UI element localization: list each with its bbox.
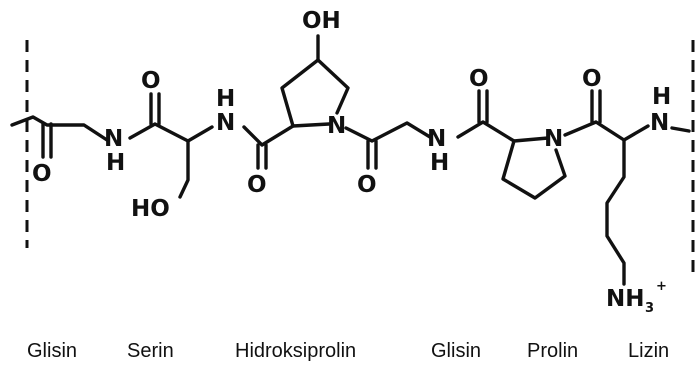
hydroxyproline-carbonyl-oxygen: O [247, 172, 267, 198]
serine-amide-nitrogen: N [216, 110, 235, 136]
proline-ring-nitrogen: N [544, 126, 563, 152]
hydroxyproline-ring-nitrogen: N [327, 113, 346, 139]
lysine-ammonium-group: NH [606, 286, 645, 312]
proline-ring-bonds [501, 136, 567, 200]
glycine1-carbonyl-oxygen: O [32, 161, 52, 187]
proline-backbone-bonds [456, 120, 516, 143]
glycine1-amide-nitrogen: N [104, 126, 123, 152]
residue-label-serine: Serin [127, 340, 174, 362]
serine-hydroxyl: HO [131, 196, 170, 222]
glycine1-backbone-bonds [10, 115, 109, 142]
glycine1-amide-hydrogen: H [106, 150, 125, 176]
glycine2-backbone-bonds [344, 121, 432, 143]
residue-label-glycine-2: Glisin [431, 340, 481, 362]
residue-label-glycine-1: Glisin [27, 340, 77, 362]
glycine2-amide-nitrogen: N [427, 126, 446, 152]
ammonium-nh-label: NH [606, 286, 645, 312]
glycine2-carbonyl-oxygen: O [357, 172, 377, 198]
lysine-amide-nitrogen: N [650, 110, 669, 136]
lysine-carbonyl-oxygen: O [582, 66, 602, 92]
proline-carbonyl-oxygen: O [469, 66, 489, 92]
residue-label-lysine: Lizin [628, 340, 669, 362]
ammonium-subscript: 3 [645, 301, 654, 316]
hydroxyproline-hydroxyl: OH [302, 8, 341, 34]
ammonium-charge: + [656, 279, 667, 294]
lysine-backbone-bonds [563, 120, 691, 142]
lysine-amide-hydrogen: H [652, 84, 671, 110]
serine-carbonyl-oxygen: O [141, 68, 161, 94]
glycine2-amide-hydrogen: H [430, 150, 449, 176]
serine-backbone-bonds [128, 122, 214, 143]
residue-label-proline: Prolin [527, 340, 578, 362]
lysine-side-chain-bonds [605, 138, 626, 286]
serine-side-chain-bonds [178, 139, 190, 199]
serine-amide-hydrogen: H [216, 86, 235, 112]
residue-label-hydroxyproline: Hidroksiprolin [235, 340, 356, 362]
hydroxyproline-backbone-bonds [242, 124, 295, 147]
